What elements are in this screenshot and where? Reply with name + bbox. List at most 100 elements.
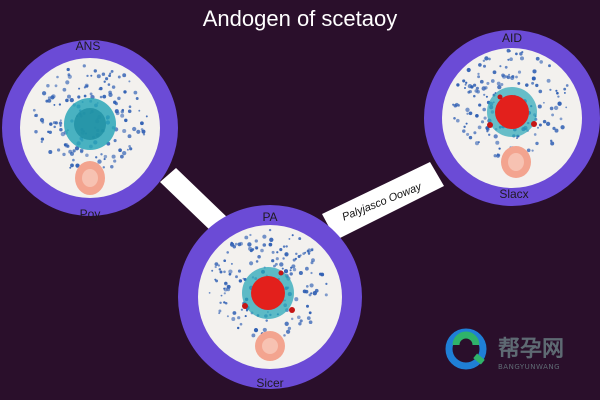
vesicle-dot — [457, 104, 460, 107]
vesicle-dot — [229, 242, 235, 247]
vesicle-dot — [465, 107, 470, 112]
vesicle-dot — [498, 147, 501, 150]
vesicle-dot — [535, 83, 539, 88]
vesicle-dot — [208, 292, 211, 294]
vesicle-dot — [47, 98, 52, 103]
granule — [289, 307, 295, 313]
vesicle-dot — [539, 60, 543, 64]
vesicle-dot — [456, 83, 460, 87]
vesicle-dot — [311, 248, 314, 252]
vesicle-dot — [95, 156, 98, 159]
vesicle-dot — [56, 148, 61, 152]
vesicle-dot — [553, 105, 559, 111]
vesicle-dot — [262, 243, 267, 247]
vesicle-dot — [517, 70, 522, 74]
vesicle-dot — [504, 65, 508, 69]
vesicle-dot — [501, 73, 505, 78]
vesicle-dot — [531, 81, 535, 85]
vesicle-dot — [483, 64, 486, 68]
vesicle-dot — [48, 150, 53, 154]
vesicle-dot — [224, 281, 228, 286]
vesicle-dot — [490, 79, 495, 83]
vesicle-dot — [218, 312, 221, 315]
vesicle-dot — [118, 148, 122, 153]
vesicle-dot — [282, 257, 285, 260]
vesicle-dot — [120, 113, 125, 118]
vesicle-dot — [83, 86, 86, 89]
vesicle-dot — [308, 320, 313, 325]
vesicle-dot — [54, 121, 58, 125]
vesicle-dot — [69, 166, 72, 169]
vesicle-dot — [563, 91, 566, 94]
vesicle-dot — [508, 73, 511, 76]
cell-label-bottom: Poy — [80, 207, 101, 221]
vesicle-dot — [218, 268, 222, 271]
vesicle-dot — [465, 81, 468, 84]
vesicle-dot — [223, 259, 227, 263]
vesicle-dot — [232, 311, 237, 315]
vesicle-dot — [511, 75, 515, 78]
vesicle-dot — [305, 266, 309, 271]
vesicle-dot — [53, 103, 56, 106]
vesicle-dot — [128, 105, 132, 108]
vesicle-dot — [85, 84, 89, 88]
vesicle-dot — [217, 264, 221, 267]
vesicle-dot — [82, 64, 86, 68]
vesicle-dot — [515, 75, 518, 79]
vesicle-dot — [117, 96, 121, 101]
vesicle-dot — [473, 94, 476, 98]
vesicle-dot — [552, 126, 556, 131]
vesicle-dot — [40, 137, 45, 141]
vesicle-dot — [113, 159, 117, 163]
vesicle-dot — [482, 59, 486, 63]
vesicle-dot — [484, 56, 489, 61]
vesicle-dot — [452, 103, 455, 106]
vesicle-dot — [238, 279, 243, 283]
vesicle-dot — [83, 94, 87, 98]
watermark-latin: BANGYUNWANG — [498, 363, 560, 371]
vesicle-dot — [465, 122, 468, 125]
vesicle-dot — [318, 272, 322, 276]
vesicle-dot — [101, 72, 106, 76]
vesicle-dot — [40, 140, 43, 144]
vesicle-dot — [242, 277, 245, 280]
vesicle-dot — [525, 83, 529, 87]
vesicle-dot — [565, 106, 568, 109]
vesicle-dot — [244, 235, 249, 240]
vesicle-dot — [96, 74, 101, 79]
vesicle-dot — [58, 103, 62, 106]
watermark-cjk: 帮孕网 — [498, 336, 564, 362]
vesicle-dot — [475, 113, 479, 118]
vesicle-dot — [478, 103, 482, 107]
vesicle-dot — [103, 158, 106, 161]
vesicle-dot — [98, 88, 101, 91]
vesicle-dot — [103, 80, 106, 83]
cell-top-left: ANS Poy — [2, 39, 178, 221]
vesicle-dot — [251, 333, 256, 338]
nucleus — [495, 95, 529, 129]
vesicle-dot — [41, 91, 47, 96]
vesicle-dot — [244, 315, 247, 318]
vesicle-dot — [140, 128, 144, 131]
vesicle-dot — [226, 251, 229, 254]
cell-label-top: PA — [262, 210, 277, 224]
vesicle-dot — [50, 95, 55, 100]
vesicle-dot — [89, 92, 93, 96]
connector-left — [160, 168, 230, 234]
vesicle-dot — [492, 70, 497, 75]
vesicle-dot — [220, 294, 223, 297]
vesicle-dot — [273, 264, 276, 268]
vesicle-dot — [247, 242, 252, 247]
vesicle-dot — [474, 89, 478, 93]
vesicle-dot — [462, 79, 466, 83]
connector-right: Palyjasco Ooway — [322, 162, 444, 240]
vesicle-dot — [59, 124, 62, 127]
vesicle-dot — [290, 317, 294, 321]
vesicle-dot — [481, 86, 486, 91]
vesicle-dot — [517, 81, 521, 85]
vesicle-dot — [515, 52, 518, 56]
vesicle-dot — [549, 88, 552, 91]
vesicle-dot — [262, 327, 267, 332]
vesicle-dot — [472, 83, 477, 87]
egg-cell-core — [82, 169, 98, 187]
